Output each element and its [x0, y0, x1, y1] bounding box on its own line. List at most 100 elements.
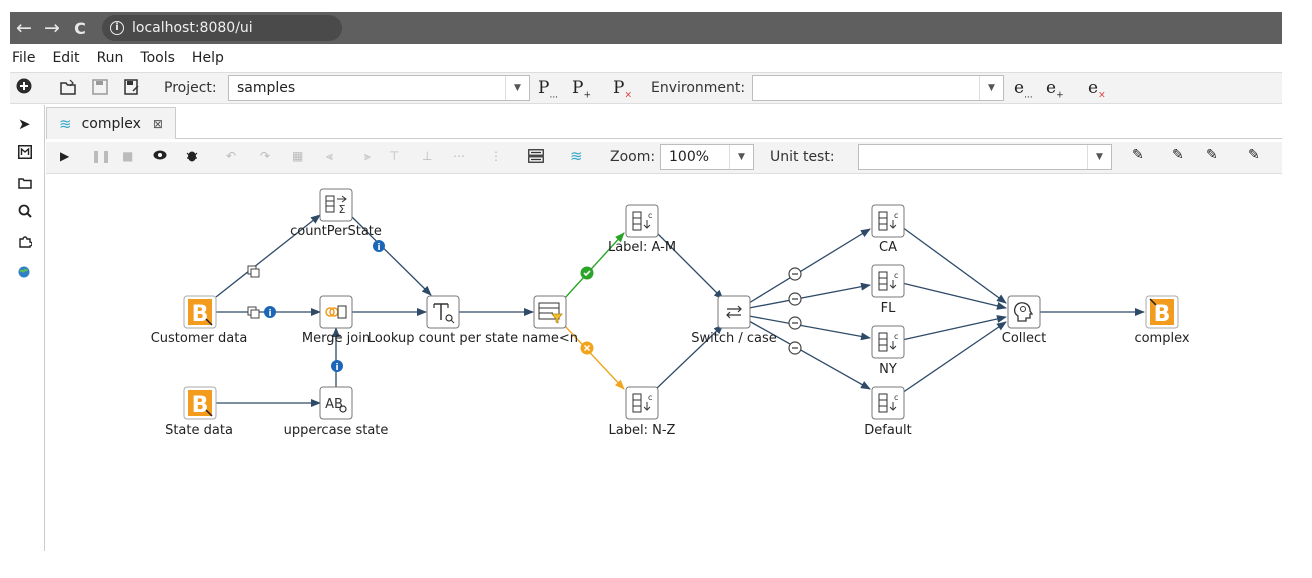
redo-icon[interactable]: ↷ — [260, 149, 271, 163]
preview-eye-icon[interactable] — [153, 149, 167, 164]
save-as-icon[interactable] — [124, 79, 140, 99]
site-info-icon[interactable]: i — [110, 21, 124, 35]
menu-tools[interactable]: Tools — [140, 50, 175, 66]
switch-case-label: Switch / case — [691, 331, 777, 346]
menu-help[interactable]: Help — [191, 50, 224, 66]
hop-countperstate-lookup[interactable] — [351, 216, 432, 296]
menu-edit[interactable]: Edit — [52, 50, 80, 66]
ca-label: CA — [879, 240, 897, 255]
default-node[interactable]: c — [871, 386, 905, 420]
default-label: Default — [864, 423, 912, 438]
unit-test-detach-icon[interactable]: ✎ — [1206, 147, 1218, 163]
pause-icon[interactable]: ❚❚ — [91, 149, 112, 163]
count-per-state-node[interactable]: Σ — [319, 188, 353, 222]
stop-icon[interactable]: ■ — [122, 149, 134, 163]
save-icon[interactable] — [92, 79, 108, 99]
svg-text:B: B — [192, 393, 209, 418]
hop-fl-collect[interactable] — [901, 282, 1007, 310]
url-field[interactable]: i localhost:8080/ui — [102, 15, 342, 41]
hop-ca-collect[interactable] — [901, 226, 1007, 304]
hop-switch-default[interactable] — [748, 320, 871, 390]
distribute-vertical-icon[interactable]: ⋮ — [490, 149, 502, 163]
hop-switch-ca[interactable] — [748, 228, 871, 304]
project-select[interactable]: samples ▼ — [228, 75, 530, 101]
svg-text:c: c — [894, 211, 898, 220]
state-data-node[interactable]: B — [183, 386, 217, 420]
close-icon[interactable]: ⊠ — [152, 116, 163, 131]
pointer-icon[interactable]: ➤ — [18, 115, 31, 133]
chevron-down-icon[interactable]: ▼ — [979, 76, 1003, 100]
unit-test-edit-icon[interactable]: ✎ — [1132, 147, 1144, 163]
hop-switch-ny[interactable] — [748, 315, 871, 341]
run-icon[interactable]: ▶ — [60, 149, 70, 163]
align-bottom-icon[interactable]: ⊥ — [422, 149, 433, 163]
back-icon[interactable]: ← — [16, 17, 32, 39]
project-delete-button[interactable]: P× — [613, 78, 632, 100]
lookup-count-per-state-node[interactable] — [426, 295, 460, 329]
debug-bug-icon[interactable] — [186, 149, 198, 165]
environment-delete-button[interactable]: e× — [1088, 78, 1106, 100]
properties-icon[interactable] — [528, 149, 544, 166]
fl-node[interactable]: c — [871, 264, 905, 298]
new-plus-icon[interactable] — [16, 78, 32, 98]
label-nz-label: Label: N-Z — [608, 423, 676, 438]
filter-rows-node[interactable] — [533, 295, 567, 329]
search-icon[interactable] — [18, 204, 32, 222]
chevron-down-icon[interactable]: ▼ — [729, 145, 753, 169]
ny-node[interactable]: c — [871, 325, 905, 359]
label-am-node[interactable]: c — [625, 204, 659, 238]
undo-icon[interactable]: ↶ — [226, 149, 237, 163]
hop-ny-collect[interactable] — [901, 315, 1007, 341]
environment-edit-button[interactable]: e... — [1014, 78, 1033, 100]
tab-complex[interactable]: ≋ complex ⊠ — [46, 107, 176, 139]
project-add-button[interactable]: P+ — [572, 78, 591, 100]
hop-labelnz-switch[interactable] — [655, 324, 724, 390]
menu-file[interactable]: File — [12, 50, 36, 66]
menu-run[interactable]: Run — [96, 50, 124, 66]
reload-icon[interactable]: C — [74, 18, 86, 38]
fl-label: FL — [880, 301, 896, 316]
case-target-icon — [788, 316, 802, 330]
customer-data-node[interactable]: B — [183, 295, 217, 329]
globe-icon[interactable] — [18, 264, 30, 282]
unit-test-select[interactable]: ▼ — [858, 144, 1112, 170]
align-grid-icon[interactable]: ▦ — [292, 149, 304, 163]
zoom-select[interactable]: 100% ▼ — [660, 144, 754, 170]
ca-node[interactable]: c — [871, 204, 905, 238]
copy-rows-icon — [247, 265, 260, 278]
complex-output-node[interactable]: B — [1145, 295, 1179, 329]
e-del-sub: × — [1098, 90, 1106, 101]
metadata-icon[interactable] — [18, 145, 32, 163]
hop-customer-countperstate[interactable] — [215, 214, 321, 298]
pipeline-icon[interactable]: ≋ — [570, 147, 583, 165]
unit-test-delete-icon[interactable]: ✎ — [1248, 147, 1260, 163]
folder-icon[interactable] — [18, 175, 32, 193]
svg-text:i: i — [335, 363, 338, 373]
merge-join-node[interactable] — [319, 295, 353, 329]
svg-text:c: c — [648, 393, 652, 402]
align-top-icon[interactable]: ⊤ — [389, 149, 400, 163]
plugin-puzzle-icon[interactable] — [18, 234, 33, 252]
pipeline-canvas[interactable]: i i i B B Σ — [46, 175, 1282, 551]
unit-test-add-icon[interactable]: ✎ — [1172, 147, 1184, 163]
project-edit-button[interactable]: P... — [538, 78, 558, 100]
collect-label: Collect — [1001, 331, 1047, 346]
hop-switch-fl[interactable] — [748, 282, 871, 309]
hop-labelam-switch[interactable] — [655, 231, 724, 300]
label-nz-node[interactable]: c — [625, 386, 659, 420]
forward-icon[interactable]: → — [44, 17, 60, 39]
switch-case-node[interactable] — [717, 295, 751, 329]
hop-filter-labelam-true[interactable] — [563, 232, 625, 300]
hop-default-collect[interactable] — [901, 321, 1007, 394]
align-right-icon[interactable]: ⫸ — [364, 149, 371, 163]
open-file-icon[interactable] — [60, 79, 76, 99]
chevron-down-icon[interactable]: ▼ — [505, 76, 529, 100]
chevron-down-icon[interactable]: ▼ — [1087, 145, 1111, 169]
environment-select[interactable]: ▼ — [752, 75, 1004, 101]
uppercase-state-node[interactable]: AB — [319, 386, 353, 420]
environment-add-button[interactable]: e+ — [1046, 78, 1064, 100]
align-left-icon[interactable]: ⫷ — [326, 149, 333, 163]
collect-node[interactable] — [1007, 295, 1041, 329]
distribute-horizontal-icon[interactable]: ⋯ — [453, 149, 465, 163]
hop-filter-labelnz-false[interactable] — [563, 324, 625, 390]
